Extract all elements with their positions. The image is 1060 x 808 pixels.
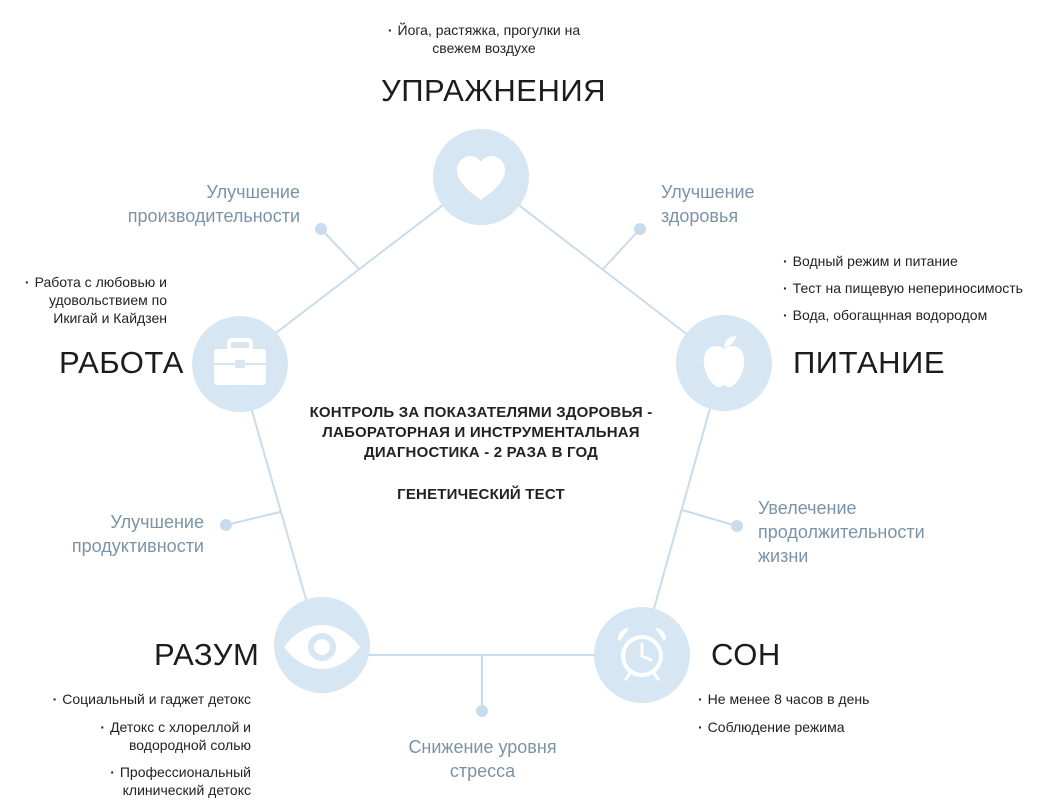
bullet-nutrition-2: ·Тест на пищевую непериносимость (783, 280, 1023, 296)
benefit-productivity: Улучшение продуктивности (71, 512, 204, 556)
title-mind: РАЗУМ (154, 637, 260, 672)
title-work: РАБОТА (59, 345, 184, 380)
eye-icon (284, 625, 360, 669)
bullet-mind-3: ·Профессиональный клинический детокс (110, 764, 251, 798)
title-nutrition: ПИТАНИЕ (793, 345, 945, 380)
alarm-clock-icon (618, 628, 666, 681)
benefit-stress: Снижение уровня стресса (408, 737, 557, 781)
bullet-nutrition-3: ·Вода, обогащнная водородом (783, 307, 988, 323)
node-exercise (433, 129, 529, 225)
briefcase-icon (214, 338, 266, 385)
node-work (192, 316, 288, 412)
title-sleep: СОН (711, 637, 781, 672)
spoke-longevity (681, 509, 738, 527)
title-exercise: УПРАЖНЕНИЯ (381, 73, 606, 108)
node-nutrition (676, 315, 772, 411)
edge-exercise-nutrition (480, 175, 724, 363)
benefit-performance: Улучшение производительности (127, 182, 300, 226)
bullet-sleep-1: ·Не менее 8 часов в день (698, 691, 870, 707)
bullet-exercise-1: ·Йога, растяжка, прогулки на свежем возд… (387, 22, 581, 56)
bullet-work-1: ·Работа с любовью и удовольствием по Ики… (24, 274, 167, 326)
benefit-longevity: Увелечение продолжительности жизни (758, 498, 925, 566)
spoke-health (602, 228, 641, 270)
edge-work-exercise (237, 175, 482, 363)
node-mind (274, 597, 370, 693)
center-sub-text: ГЕНЕТИЧЕСКИЙ ТЕСТ (397, 486, 565, 503)
bullet-nutrition-1: ·Водный режим и питание (783, 253, 958, 269)
benefit-dot-stress (476, 705, 488, 717)
benefit-dot-performance (315, 223, 327, 235)
spoke-productivity (225, 511, 281, 526)
bullet-mind-1: ·Социальный и гаджет детокс (52, 691, 251, 707)
apple-icon (703, 336, 745, 388)
spoke-performance (320, 228, 360, 270)
heart-icon (457, 156, 505, 200)
benefit-health: Улучшение здоровья (661, 182, 755, 226)
benefit-dot-health (634, 223, 646, 235)
edge-nutrition-sleep (640, 361, 724, 656)
bullet-mind-2: ·Детокс с хлореллой и водородной солью (100, 719, 251, 753)
node-sleep (594, 607, 690, 703)
center-main-text: КОНТРОЛЬ ЗА ПОКАЗАТЕЛЯМИ ЗДОРОВЬЯ - ЛАБО… (309, 404, 653, 461)
benefit-dot-productivity (220, 519, 232, 531)
benefit-dot-longevity (731, 520, 743, 532)
bullet-sleep-2: ·Соблюдение режима (698, 719, 845, 735)
